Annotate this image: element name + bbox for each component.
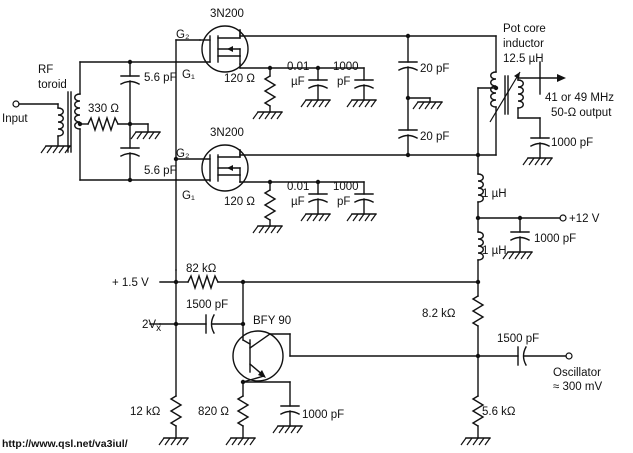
r-12k-label: 12 kΩ [130,406,161,418]
q3-transistor-bfy90 [232,281,291,397]
c-20-top-label: 20 pF [420,63,449,75]
osc-label-2: ≈ 300 mV [553,381,602,393]
rf-toroid-label-2: toroid [38,79,67,91]
pot-core-label-3: 12.5 µH [503,53,544,65]
c-001-bottom-label-2: µF [291,196,305,208]
c-5p6-top-label: 5.6 pF [144,72,177,84]
input-label: Input [2,113,28,125]
r-120-bottom-label: 120 Ω [224,196,255,208]
pot-core-inductor [477,35,566,166]
v15-label: + 1.5 V [112,277,149,289]
q2-g2-label: G₂ [176,148,189,160]
c-20-bottom-label: 20 pF [420,131,449,143]
input-terminal [12,100,59,109]
q2-mosfet-3n200 [175,144,249,192]
q1-g1-label: G₁ [182,69,195,81]
r-5k6-label: 5.6 kΩ [482,406,516,418]
q2-part-label: 3N200 [210,127,244,139]
vcc-label: +12 V [569,213,600,225]
r-330-label: 330 Ω [88,103,119,115]
c-001-top-label-1: 0.01 [287,61,309,73]
c-1500-base-label: 1500 pF [186,299,228,311]
pot-core-label-1: Pot core [503,23,546,35]
c-1000-bottom-label-2: pF [337,196,350,208]
output-label-2: 50-Ω output [551,107,612,119]
source-url[interactable]: http://www.qsl.net/va3iul/ [2,438,128,450]
c-001-bottom-label-1: 0.01 [287,181,309,193]
c-1000-emit-label: 1000 pF [302,409,344,421]
c-1000-out-label: 1000 pF [551,137,593,149]
q1-part-label: 3N200 [210,8,244,20]
v2x-subscript: x [156,323,161,334]
rf-toroid-transformer [57,61,81,181]
l-1uh-top-label: 1 µH [482,188,507,200]
q1-g2-label: G₂ [176,29,189,41]
c-1500-osc-label: 1500 pF [497,333,539,345]
r-8k2-label: 8.2 kΩ [422,308,456,320]
q3-part-label: BFY 90 [253,315,291,327]
pot-core-label-2: inductor [503,38,544,50]
c-5p6-bottom-label: 5.6 pF [144,165,177,177]
output-label-1: 41 or 49 MHz [545,92,614,104]
r-120-top-label: 120 Ω [224,73,255,85]
c-1000-top-label-2: pF [337,76,350,88]
osc-label-1: Oscillator [553,367,601,379]
r-82k-label: 82 kΩ [186,263,217,275]
l-1uh-bottom-label: 1 µH [482,245,507,257]
source-network-bottom [252,179,377,234]
c-5p6-top [120,61,140,125]
source-network-top [252,65,377,120]
r-330 [79,115,149,133]
r-820-label: 820 Ω [198,406,229,418]
v2x-main: 2V [142,319,156,331]
l-1uh-chokes [475,152,567,283]
v2x-label: 2Vx [142,319,161,334]
c-1000-vcc-label: 1000 pF [534,233,576,245]
c-001-top-label-2: µF [291,76,305,88]
c-1000-bottom-label-1: 1000 [333,181,359,193]
c-1000-top-label-1: 1000 [333,61,359,73]
c-20pf-pair [398,33,443,158]
q2-g1-label: G₁ [182,190,195,202]
rf-toroid-label-1: RF [38,64,53,76]
c-5p6-bottom [120,123,140,181]
